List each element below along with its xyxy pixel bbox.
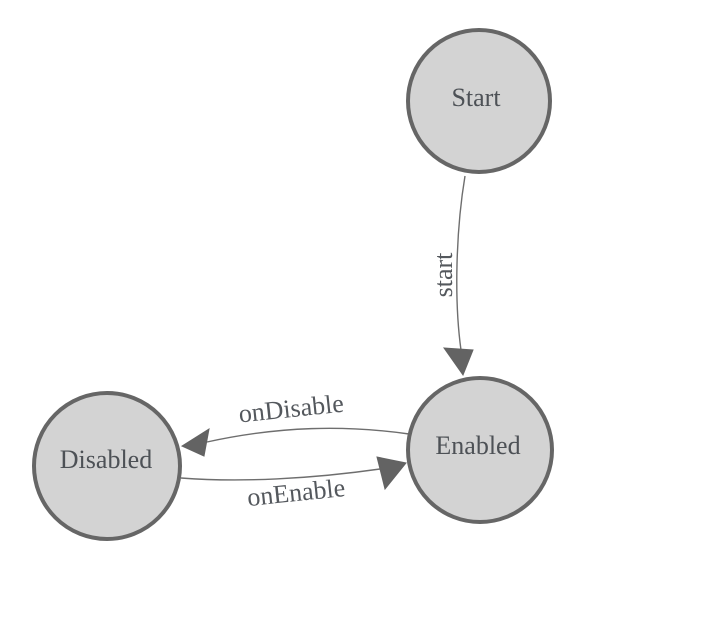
arrowhead-into-disabled — [180, 427, 210, 457]
edge-start-to-enabled: start — [429, 175, 474, 377]
arrowhead-into-enabled-top — [442, 347, 474, 377]
node-start-label: Start — [451, 83, 501, 112]
node-disabled-label: Disabled — [60, 445, 152, 474]
node-start[interactable]: Start — [406, 28, 552, 174]
node-start-circle[interactable] — [406, 28, 552, 174]
node-disabled[interactable]: Disabled — [32, 391, 182, 541]
edge-line-start — [456, 175, 466, 351]
edge-line-ondisable — [206, 427, 410, 443]
node-enabled-label: Enabled — [435, 431, 520, 460]
node-disabled-circle[interactable] — [32, 391, 182, 541]
node-enabled[interactable]: Enabled — [406, 376, 554, 524]
edge-label-start: start — [429, 252, 458, 298]
edge-line-onenable — [180, 468, 381, 481]
node-enabled-circle[interactable] — [406, 376, 554, 524]
arrowhead-into-enabled-left — [376, 456, 407, 491]
